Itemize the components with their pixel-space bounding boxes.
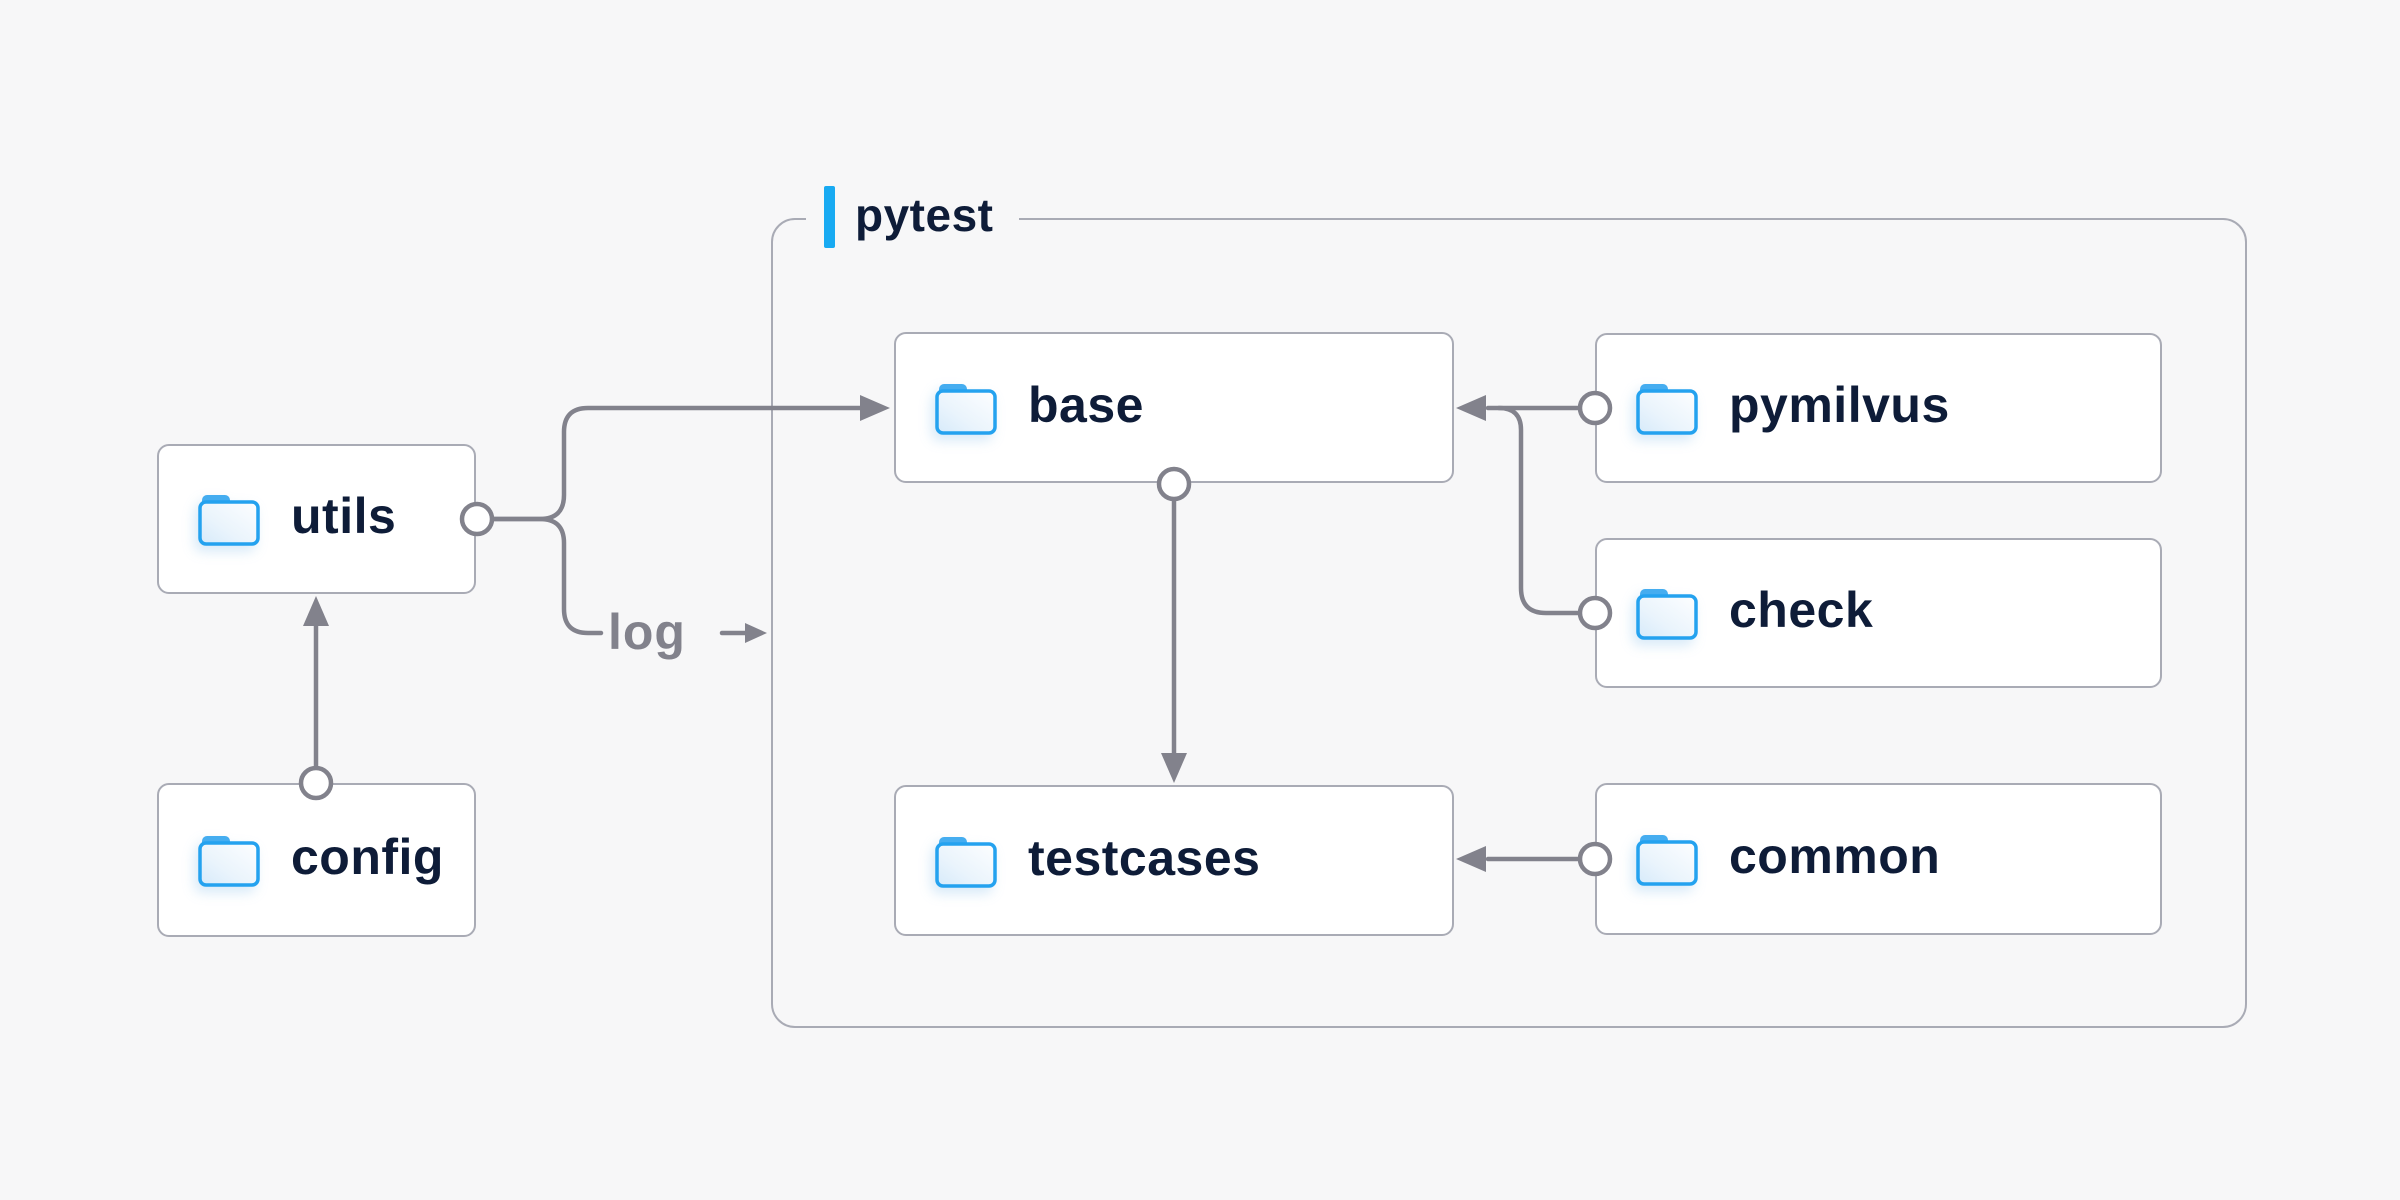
folder-node-label: common [1729,828,1941,884]
pytest-group-label-text: pytest [855,189,994,241]
folder-node-config: config [157,783,476,937]
arrowhead-log [745,623,767,643]
edge-utils-to-log [491,516,604,636]
folder-icon [934,833,998,889]
folder-node-pymilvus: pymilvus [1595,333,2162,483]
folder-node-testcases: testcases [894,785,1454,936]
folder-node-check: check [1595,538,2162,688]
folder-node-label: testcases [1028,829,1261,886]
folder-icon [197,491,261,547]
folder-node-label: pymilvus [1729,377,1950,433]
folder-icon [1635,831,1699,887]
folder-node-label: base [1028,376,1144,433]
folder-node-base: base [894,332,1454,483]
folder-node-label: check [1729,582,1874,638]
folder-node-label: config [291,829,444,885]
folder-icon [934,380,998,436]
folder-node-common: common [1595,783,2162,935]
folder-node-utils: utils [157,444,476,594]
arrowhead-into-utils [303,596,329,626]
folder-icon [197,832,261,888]
accent-bar-icon [824,186,835,248]
pytest-group-label: pytest [806,185,1020,249]
pytest-group-container [771,218,2247,1028]
edge-label-log: log [608,604,686,660]
folder-icon [1635,585,1699,641]
folder-icon [1635,380,1699,436]
folder-node-label: utils [291,488,397,544]
